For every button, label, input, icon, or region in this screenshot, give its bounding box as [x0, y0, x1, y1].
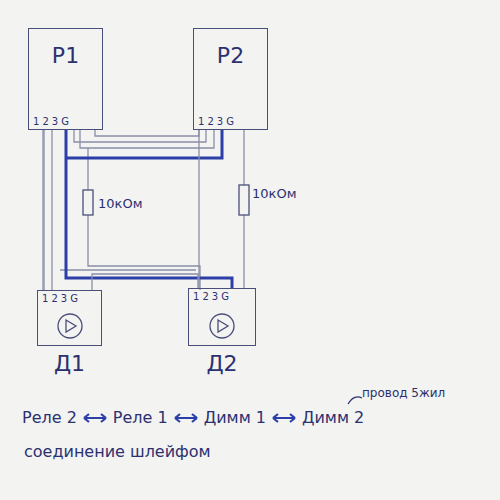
resistor-value: 10кОм	[98, 196, 142, 211]
pin-number: 2	[42, 116, 48, 127]
device-name: Реле 1	[113, 408, 168, 427]
resistor-value: 10кОм	[252, 186, 296, 201]
sensor-icon	[58, 314, 234, 338]
wire-connector	[92, 274, 198, 290]
resistor-symbol	[83, 190, 93, 215]
relay-box: Р1 123G	[28, 28, 103, 130]
pin-number: 1	[198, 116, 204, 127]
blue-wire	[66, 130, 232, 288]
pin-number: 3	[61, 293, 67, 304]
pin-number: G	[70, 293, 78, 304]
double-arrow	[172, 412, 200, 424]
pin-number: 3	[52, 116, 58, 127]
pin-number: 1	[33, 116, 39, 127]
node-title: Р1	[29, 43, 102, 68]
device-name: Димм 1	[204, 408, 266, 427]
pin-number: 2	[207, 116, 213, 127]
pin-row: 123G	[193, 291, 229, 302]
wire-connector	[95, 130, 199, 136]
node-title: Д1	[38, 351, 101, 376]
wire-connector	[42, 130, 43, 290]
node-title: Д2	[189, 351, 255, 376]
double-arrow	[81, 412, 109, 424]
node-title: Р2	[194, 43, 267, 68]
pin-row: 123G	[33, 116, 69, 127]
pin-number: G	[221, 291, 229, 302]
pin-number: 1	[193, 291, 199, 302]
chain-note: Реле 2 Реле 1 Димм 1 Димм 2	[22, 408, 364, 427]
pin-row: 123G	[42, 293, 78, 304]
device-name: Реле 2	[22, 408, 77, 427]
pin-number: 2	[51, 293, 57, 304]
wire-note: провод 5жил	[362, 386, 445, 400]
dimmer-box: Д1123G	[37, 290, 102, 346]
pin-number: 2	[202, 291, 208, 302]
relay-box: Р2 123G	[193, 28, 268, 130]
resistor-symbol	[239, 185, 249, 215]
pin-number: 1	[42, 293, 48, 304]
dimmer-box: Д2123G	[188, 288, 256, 346]
pin-number: 3	[217, 116, 223, 127]
pin-number: 3	[212, 291, 218, 302]
pin-row: 123G	[198, 116, 234, 127]
pin-number: G	[226, 116, 234, 127]
wire-connector	[198, 130, 199, 288]
double-arrow	[270, 412, 298, 424]
callout-bracket	[348, 397, 362, 404]
device-name: Димм 2	[302, 408, 364, 427]
note-text: соединение шлейфом	[24, 442, 211, 461]
pin-number: G	[61, 116, 69, 127]
